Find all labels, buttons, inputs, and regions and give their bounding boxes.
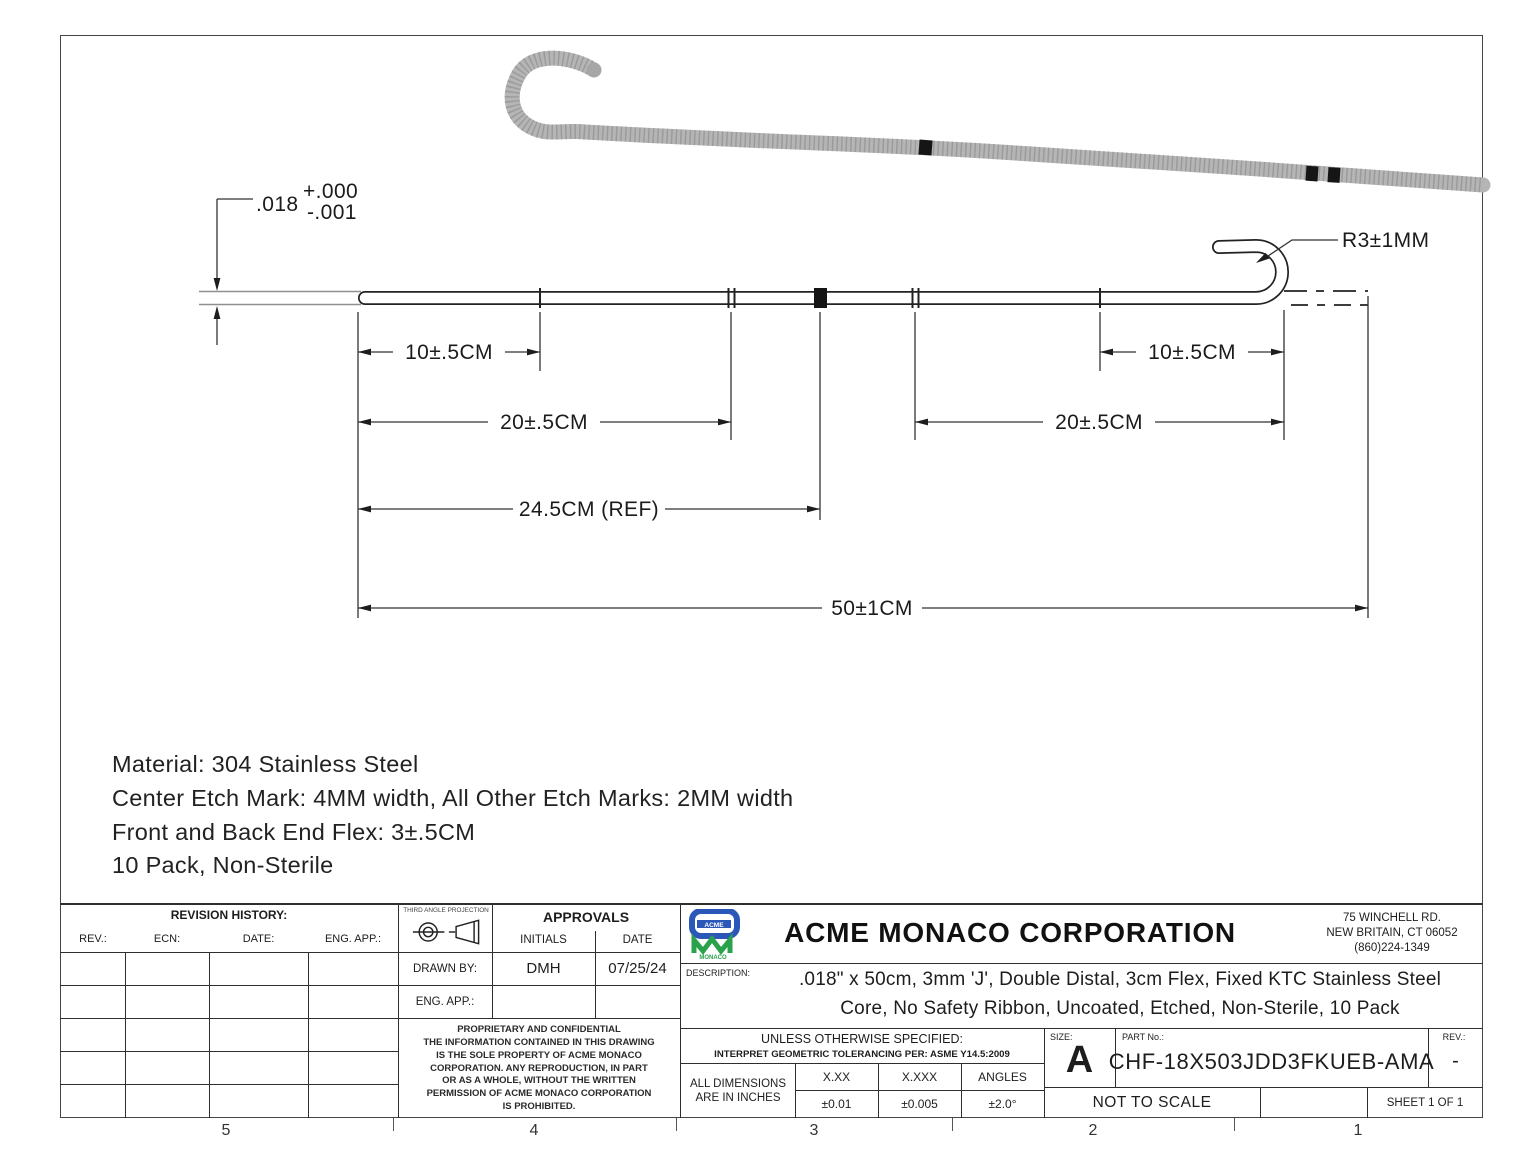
tolerance-col-xx: X.XX	[822, 1069, 851, 1084]
proprietary-line: CORPORATION. ANY REPRODUCTION, IN PART	[430, 1062, 648, 1074]
coil-etch-mark-single	[918, 139, 933, 156]
revision-col-date: DATE:	[242, 932, 275, 945]
coil-etch-mark-double-a	[1305, 165, 1319, 182]
acme-monaco-logo: ACME MONACO	[689, 909, 740, 961]
company-name: ACME MONACO CORPORATION	[784, 917, 1236, 948]
title-block: REVISION HISTORY: REV.: ECN: DATE: ENG. …	[60, 903, 1483, 1118]
tolerance-val-xx: ±0.01	[821, 1097, 852, 1111]
center-etch-mark	[814, 288, 827, 308]
dim-front-10cm: 10±.5CM	[405, 341, 493, 364]
note-pack: 10 Pack, Non-Sterile	[112, 852, 334, 879]
description-line-1: .018" x 50cm, 3mm 'J', Double Distal, 3c…	[798, 969, 1442, 990]
approvals-col-initials: INITIALS	[520, 933, 567, 946]
scale-note: NOT TO SCALE	[1092, 1093, 1212, 1111]
dim-front-20cm: 20±.5CM	[500, 411, 588, 434]
size-value: A	[1065, 1038, 1094, 1081]
coil-ribs	[504, 50, 1484, 193]
rev-label: REV.:	[1442, 1032, 1466, 1042]
dim-center-ref: 24.5CM (REF)	[519, 498, 659, 521]
logo-text-acme: ACME	[704, 922, 724, 929]
dim-back-20cm: 20±.5CM	[1055, 411, 1143, 434]
tolerance-header: UNLESS OTHERWISE SPECIFIED:	[761, 1031, 963, 1046]
note-end-flex: Front and Back End Flex: 3±.5CM	[112, 818, 476, 845]
proprietary-line: IS PROHIBITED.	[502, 1100, 576, 1112]
dim-diameter-lower-tol: -.001	[307, 201, 357, 224]
extension-lines	[357, 296, 1369, 618]
wire-fill	[359, 240, 1288, 304]
part-number-label: PART No.:	[1122, 1032, 1165, 1042]
proprietary-notice: PROPRIETARY AND CONFIDENTIAL THE INFORMA…	[402, 1022, 676, 1116]
drawn-by-label: DRAWN BY:	[412, 962, 478, 975]
approvals-title: APPROVALS	[542, 909, 630, 925]
zone-number-3: 3	[809, 1122, 819, 1139]
drawn-by-initials: DMH	[526, 960, 561, 977]
schematic-wire	[199, 238, 1368, 308]
approvals-col-date: DATE	[622, 933, 653, 946]
company-address: 75 WINCHELL RD. NEW BRITAIN, CT 06052 (8…	[1305, 911, 1479, 956]
eng-app-label: ENG. APP.:	[415, 995, 475, 1008]
dimension-rules	[358, 351, 1368, 609]
etch-mark-ticks	[539, 288, 1101, 308]
size-label: SIZE:	[1050, 1032, 1073, 1042]
proprietary-line: PERMISSION OF ACME MONACO CORPORATION	[426, 1088, 652, 1100]
zone-number-2: 2	[1088, 1122, 1098, 1139]
dim-overall-50cm: 50±1CM	[831, 597, 913, 620]
tolerance-val-xxx: ±0.005	[901, 1097, 938, 1111]
zone-number-5: 5	[221, 1122, 231, 1139]
note-material: Material: 304 Stainless Steel	[112, 751, 419, 777]
dim-back-10cm: 10±.5CM	[1148, 341, 1236, 364]
tolerance-val-angles: ±2.0°	[988, 1097, 1017, 1111]
coil-etch-mark-double-b	[1327, 167, 1341, 183]
third-angle-projection-label: THIRD ANGLE PROJECTION	[403, 907, 489, 914]
drawn-by-date: 07/25/24	[608, 960, 667, 977]
description-label: DESCRIPTION:	[686, 968, 751, 978]
coil-body	[504, 50, 1491, 193]
company-phone: (860)224-1349	[1354, 942, 1430, 954]
proprietary-line: IS THE SOLE PROPERTY OF ACME MONACO	[436, 1049, 642, 1061]
revision-col-ecn: ECN:	[153, 932, 181, 945]
description-line-2: Core, No Safety Ribbon, Uncoated, Etched…	[840, 998, 1400, 1019]
sheet-border	[60, 35, 1483, 1118]
diameter-callout: .018 +.000 -.001	[213, 180, 358, 345]
part-number-value: CHF-18X503JDD3FKUEB-AMA	[1108, 1049, 1435, 1074]
proprietary-line: THE INFORMATION CONTAINED IN THIS DRAWIN…	[423, 1037, 655, 1048]
address-line-1: 75 WINCHELL RD.	[1343, 912, 1441, 924]
note-etch-marks: Center Etch Mark: 4MM width, All Other E…	[112, 784, 794, 811]
address-line-2: NEW BRITAIN, CT 06052	[1326, 927, 1458, 939]
drawing-notes: Material: 304 Stainless Steel Center Etc…	[112, 748, 793, 883]
revision-history-title: REVISION HISTORY:	[170, 908, 288, 922]
zone-number-4: 4	[529, 1122, 539, 1139]
revision-col-rev: REV.:	[79, 932, 107, 945]
tolerance-subheader: INTERPRET GEOMETRIC TOLERANCING PER: ASM…	[714, 1049, 1010, 1060]
rev-value: -	[1452, 1049, 1459, 1072]
dim-j-radius: R3±1MM	[1342, 229, 1429, 252]
wire-lead-gray	[199, 290, 361, 306]
units-note: ALL DIMENSIONS ARE IN INCHES	[689, 1078, 787, 1104]
tolerance-col-xxx: X.XXX	[901, 1069, 938, 1084]
coil-tip	[586, 62, 602, 78]
wire-3d-render	[504, 50, 1491, 193]
proprietary-line: PROPRIETARY AND CONFIDENTIAL	[457, 1024, 621, 1036]
third-angle-projection-icon	[412, 919, 480, 945]
dimension-arrowheads	[358, 348, 1368, 612]
proprietary-line: OR AS A WHOLE, WITHOUT THE WRITTEN	[442, 1075, 636, 1087]
tolerance-col-angles: ANGLES	[978, 1069, 1027, 1084]
sheet-note: SHEET 1 OF 1	[1386, 1097, 1464, 1109]
zone-number-1: 1	[1353, 1122, 1363, 1139]
revision-col-eng-app: ENG. APP.:	[324, 932, 382, 945]
dim-diameter-upper-tol: +.000	[303, 180, 358, 203]
logo-text-monaco: MONACO	[699, 955, 727, 961]
dim-diameter: .018	[256, 193, 298, 216]
dimension-text-backers	[393, 340, 1248, 619]
j-radius-callout: R3±1MM	[1256, 229, 1429, 263]
